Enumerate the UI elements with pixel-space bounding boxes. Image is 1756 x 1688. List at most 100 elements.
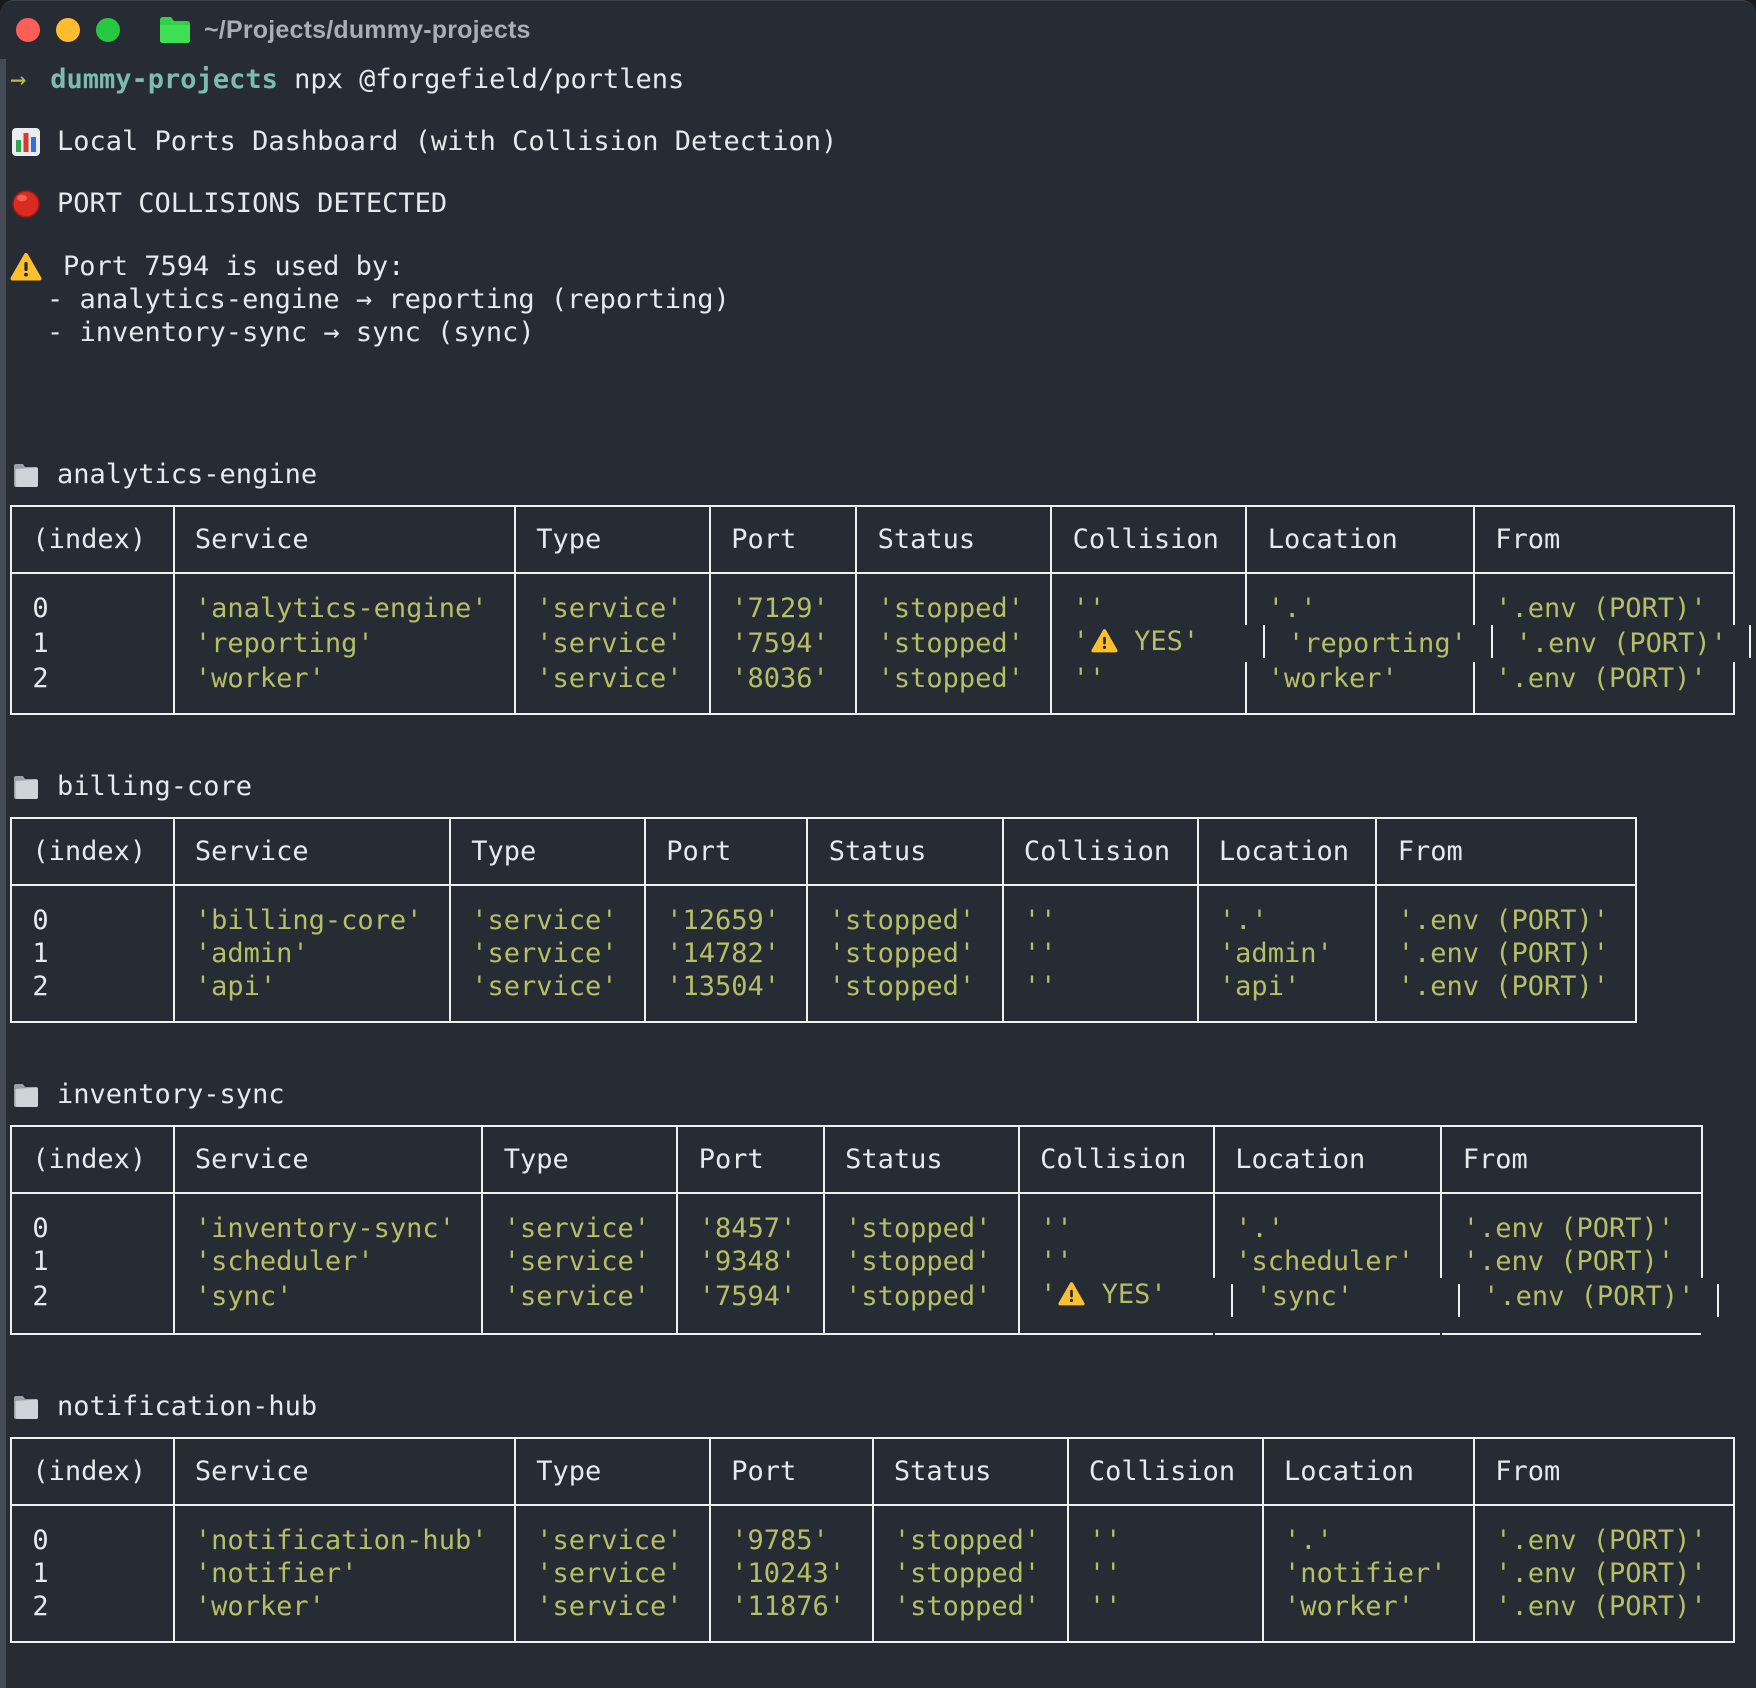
cell-from: '.env (PORT)' (1441, 1245, 1701, 1278)
cell-collision: '' (1068, 1590, 1263, 1642)
zoom-window-button[interactable] (96, 18, 120, 42)
cell-status: 'stopped' (873, 1590, 1068, 1642)
collision-quote: ' (1040, 1279, 1056, 1310)
col-type: Type (482, 1126, 677, 1193)
project-section-header: inventory-sync (10, 1078, 1746, 1111)
cell-type: 'service' (515, 625, 710, 662)
ports-table-notification-hub: (index) Service Type Port Status Collisi… (10, 1437, 1735, 1643)
table-row: 0 'inventory-sync' 'service' '8457' 'sto… (11, 1193, 1702, 1245)
cell-port: '7129' (710, 573, 856, 625)
cell-from: '.env (PORT)' (1376, 885, 1636, 937)
col-collision: Collision (1019, 1126, 1214, 1193)
warning-icon (10, 252, 42, 282)
cell-port: '13504' (645, 970, 808, 1022)
cell-port: '9785' (710, 1505, 873, 1557)
cell-location: '.' (1263, 1505, 1474, 1557)
cell-collision: '' (1068, 1505, 1263, 1557)
col-location: Location (1214, 1126, 1442, 1193)
table-row: 1 'notifier' 'service' '10243' 'stopped'… (11, 1557, 1734, 1590)
warning-headline: Port 7594 is used by: (63, 250, 404, 283)
cell-type: 'service' (482, 1245, 677, 1278)
collision-detail: - analytics-engine → reporting (reportin… (10, 283, 1746, 316)
col-from: From (1474, 506, 1734, 573)
cell-service: 'inventory-sync' (174, 1193, 483, 1245)
col-type: Type (450, 818, 645, 885)
misaligned-border-artifact (1231, 1284, 1233, 1317)
cell-index: 0 (11, 1193, 174, 1245)
titlebar[interactable]: ~/Projects/dummy-projects (0, 1, 1756, 59)
cell-port: '7594' (677, 1278, 823, 1334)
cell-port: '9348' (677, 1245, 823, 1278)
misaligned-border-artifact (1749, 625, 1751, 658)
cell-from-text: '.env (PORT)' (1516, 628, 1727, 659)
cell-service: 'worker' (174, 662, 515, 714)
cell-service: 'scheduler' (174, 1245, 483, 1278)
bar-chart-icon (10, 127, 42, 157)
close-window-button[interactable] (16, 18, 40, 42)
col-index: (index) (11, 1126, 174, 1193)
folder-icon (158, 16, 192, 44)
col-status: Status (824, 1126, 1019, 1193)
collision-alert-line: PORT COLLISIONS DETECTED (10, 187, 1746, 220)
cell-port: '8036' (710, 662, 856, 714)
col-location: Location (1246, 506, 1474, 573)
cell-status: 'stopped' (807, 937, 1002, 970)
window-title: ~/Projects/dummy-projects (204, 16, 531, 45)
cell-location: '.' (1198, 885, 1377, 937)
col-location: Location (1263, 1438, 1474, 1505)
table-header-row: (index) Service Type Port Status Collisi… (11, 1438, 1734, 1505)
project-name: billing-core (57, 771, 252, 802)
cell-from: '.env (PORT)' (1441, 1193, 1701, 1245)
minimize-window-button[interactable] (56, 18, 80, 42)
cell-index: 0 (11, 885, 174, 937)
cell-service: 'worker' (174, 1590, 515, 1642)
project-section-header: notification-hub (10, 1390, 1746, 1423)
table-row-collision: 2 'sync' 'service' '7594' 'stopped' ' YE… (11, 1278, 1702, 1334)
cell-status: 'stopped' (824, 1193, 1019, 1245)
cell-status: 'stopped' (807, 970, 1002, 1022)
cell-index: 0 (11, 573, 174, 625)
cell-index: 1 (11, 1557, 174, 1590)
project-name: inventory-sync (57, 1079, 285, 1110)
ports-table-billing-core: (index) Service Type Port Status Collisi… (10, 817, 1637, 1023)
cell-location-text: 'sync' (1256, 1281, 1354, 1312)
cell-collision: '' (1019, 1193, 1214, 1245)
table-row-collision: 1 'reporting' 'service' '7594' 'stopped'… (11, 625, 1734, 662)
cell-from: '.env (PORT)' (1474, 662, 1734, 714)
cell-collision: '' (1003, 970, 1198, 1022)
cell-from: '.env (PORT)' (1474, 1505, 1734, 1557)
window-edge-highlight (0, 59, 6, 1688)
cell-type: 'service' (515, 1505, 710, 1557)
misaligned-border-artifact (1717, 1284, 1719, 1317)
cell-location: 'reporting' (1246, 625, 1474, 662)
cell-index: 0 (11, 1505, 174, 1557)
collision-text: YES' (1118, 626, 1199, 657)
cell-index: 1 (11, 1245, 174, 1278)
gray-folder-icon (10, 1080, 42, 1110)
cell-index: 1 (11, 937, 174, 970)
cell-type: 'service' (482, 1278, 677, 1334)
misaligned-border-artifact (1263, 625, 1265, 658)
misaligned-border-artifact (1491, 625, 1493, 658)
prompt-command-text: npx @forgefield/portlens (294, 64, 684, 95)
cell-port: '10243' (710, 1557, 873, 1590)
col-collision: Collision (1051, 506, 1246, 573)
col-type: Type (515, 1438, 710, 1505)
gray-folder-icon (10, 772, 42, 802)
table-row: 0 'notification-hub' 'service' '9785' 's… (11, 1505, 1734, 1557)
col-index: (index) (11, 506, 174, 573)
collision-quote: ' (1073, 626, 1089, 657)
cell-status: 'stopped' (824, 1245, 1019, 1278)
table-row: 2 'worker' 'service' '11876' 'stopped' '… (11, 1590, 1734, 1642)
dashboard-title-line: Local Ports Dashboard (with Collision De… (10, 125, 1746, 158)
col-status: Status (856, 506, 1051, 573)
table-row: 0 'analytics-engine' 'service' '7129' 's… (11, 573, 1734, 625)
warning-headline-line: Port 7594 is used by: (10, 250, 1746, 283)
table-row: 2 'api' 'service' '13504' 'stopped' '' '… (11, 970, 1636, 1022)
gray-folder-icon (10, 460, 42, 490)
cell-from-text: '.env (PORT)' (1483, 1281, 1694, 1312)
misaligned-border-artifact (1458, 1284, 1460, 1317)
cell-type: 'service' (515, 662, 710, 714)
cell-status: 'stopped' (807, 885, 1002, 937)
